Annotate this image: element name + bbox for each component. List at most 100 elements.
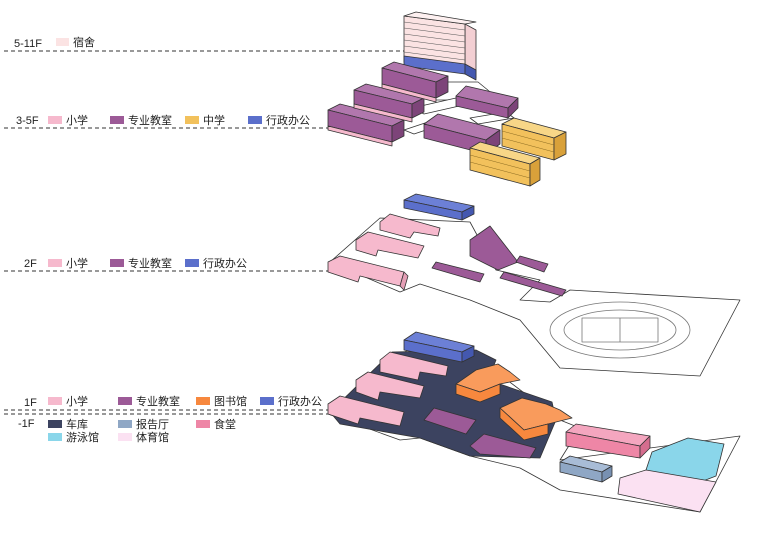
legend-b1f: 车库 报告厅 食堂 游泳馆 体育馆 <box>48 417 236 444</box>
legend-swatch-primary-2f <box>48 259 62 267</box>
dorm-floor-line <box>403 39 466 49</box>
legend-swatch-special-2f <box>110 259 124 267</box>
primary-2f-1 <box>379 213 441 239</box>
legend-1f: 小学 专业教室 图书馆 行政办公 <box>48 394 322 408</box>
dorm-floor-line <box>403 45 466 55</box>
middle-school-blocks <box>469 117 567 187</box>
primary-2f-2 <box>355 231 425 259</box>
middle-floor-line <box>501 137 555 153</box>
legend-label-library: 图书馆 <box>214 394 247 408</box>
middle-floor-line <box>469 154 531 172</box>
legend-swatch-admin <box>248 116 262 124</box>
legend-label-middle: 中学 <box>203 113 225 127</box>
dorm-tower-admin-base-side <box>464 63 477 81</box>
legend-swatch-library <box>196 397 210 405</box>
admin-1f-side <box>461 345 475 363</box>
level-2f-massing <box>327 193 741 377</box>
legend-label-auditorium: 报告厅 <box>136 417 169 431</box>
legend-label-admin-1f: 行政办公 <box>278 394 322 408</box>
primary-strip-upper-3 <box>327 125 393 147</box>
middle-block-2-side <box>529 157 541 187</box>
special-bar-upper-2-side <box>411 97 425 119</box>
legend-swatch-middle <box>185 116 199 124</box>
primary-1f-1 <box>379 351 449 381</box>
dorm-floor-line <box>403 27 466 37</box>
legend-swatch-special-1f <box>118 397 132 405</box>
primary-strips-upper <box>327 83 437 147</box>
primary-2f-3 <box>327 255 405 287</box>
library-1-front <box>455 383 501 403</box>
level-label-5-11f: 5-11F <box>14 38 42 50</box>
upper-floors-massing <box>327 11 567 187</box>
special-bar-upper-3-side <box>391 119 405 143</box>
legend-2f: 小学 专业教室 行政办公 <box>48 256 247 270</box>
middle-floor-line <box>501 130 555 146</box>
level-label-1f: 1F <box>24 397 37 409</box>
special-1f-1 <box>423 407 477 435</box>
legend-label-pool: 游泳馆 <box>66 430 99 444</box>
legend-label-dorm: 宿舍 <box>73 35 95 49</box>
middle-block-1-side <box>553 131 567 161</box>
legend-swatch-admin-1f <box>260 397 274 405</box>
legend-label-special: 专业教室 <box>128 113 172 127</box>
track-outer <box>549 301 691 359</box>
special-bars-upper <box>327 61 519 155</box>
level-label-3-5f: 3-5F <box>16 115 39 127</box>
legend-swatch-dorm <box>56 38 69 46</box>
dorm-floor-line <box>403 21 466 31</box>
track-inner <box>563 309 677 351</box>
special-bar-upper-4-side <box>507 97 519 119</box>
running-track-2f <box>549 301 691 359</box>
middle-floor-lines <box>469 130 555 179</box>
legend-label-primary: 小学 <box>66 113 88 127</box>
gym <box>617 469 717 513</box>
legend-swatch-primary-1f <box>48 397 62 405</box>
legend-label-canteen: 食堂 <box>214 417 236 431</box>
legend-swatch-special <box>110 116 124 124</box>
special-bar-upper-1-side <box>435 75 449 99</box>
level-labels: 5-11F 3-5F 2F 1F -1F <box>14 38 42 430</box>
dorm-floor-line <box>403 33 466 43</box>
primary-1f-3 <box>327 395 405 427</box>
primary-1f-2 <box>355 371 425 401</box>
middle-floor-line <box>469 161 531 179</box>
legend-label-garage: 车库 <box>66 417 88 431</box>
legend-label-primary-2f: 小学 <box>66 256 88 270</box>
legend-5-11f: 宿舍 <box>56 35 95 49</box>
canteen-side <box>639 435 651 459</box>
admin-2f-side <box>461 205 475 221</box>
legend-swatch-garage <box>48 420 62 428</box>
legend-label-special-1f: 专业教室 <box>136 394 180 408</box>
dorm-floor-line <box>403 51 466 61</box>
legend-label-primary-1f: 小学 <box>66 394 88 408</box>
level-label-2f: 2F <box>24 258 37 270</box>
primary-strip-upper-2 <box>353 103 413 123</box>
level-lines <box>4 50 404 415</box>
primary-2f-3-side <box>399 271 409 291</box>
legend-swatch-canteen <box>196 420 210 428</box>
legend-label-gym: 体育馆 <box>136 430 169 444</box>
level-1f-massing <box>327 331 741 513</box>
auditorium-side <box>601 465 613 483</box>
legend-label-admin-2f: 行政办公 <box>203 256 247 270</box>
dorm-tower <box>403 11 477 81</box>
legend-swatch-primary <box>48 116 62 124</box>
dorm-tower-floor-lines <box>403 21 466 61</box>
special-2f-2 <box>431 261 485 283</box>
special-2f-3 <box>515 255 549 273</box>
level-label-b1f: -1F <box>18 418 35 430</box>
dorm-tower-top <box>403 11 477 25</box>
special-1f-2 <box>469 433 537 459</box>
legend-label-admin: 行政办公 <box>266 113 310 127</box>
primary-strip-upper-1 <box>381 83 437 103</box>
legend-swatch-gym <box>118 433 132 441</box>
legend-swatch-auditorium <box>118 420 132 428</box>
legend-swatch-pool <box>48 433 62 441</box>
library-2-front <box>499 407 549 441</box>
special-2f-4 <box>499 271 567 297</box>
legend-label-special-2f: 专业教室 <box>128 256 172 270</box>
special-2f-1 <box>469 225 519 271</box>
legend-3-5f: 小学 专业教室 中学 行政办公 <box>48 113 310 127</box>
legend-swatch-admin-2f <box>185 259 199 267</box>
